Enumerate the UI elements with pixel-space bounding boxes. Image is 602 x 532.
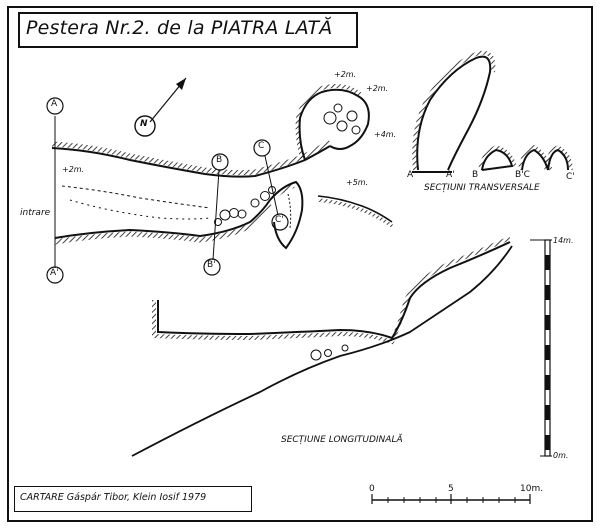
depth-label-chamber-2: +2m. <box>366 84 389 93</box>
vertical-scale-top: 14m. <box>553 236 574 245</box>
plan-upper-wall-hatch <box>51 139 332 176</box>
cross-label-a-prime: A' <box>446 170 455 180</box>
plan-lower-wall-hatch <box>54 202 273 245</box>
plan-view <box>46 77 394 284</box>
cross-section-b <box>481 148 514 171</box>
longitudinal-floor <box>131 245 513 457</box>
scale-tick-0: 0 <box>369 484 375 494</box>
marker-a-prime-circle <box>46 266 64 284</box>
longitudinal-drawing <box>131 236 552 457</box>
plan-upper-chamber-hatch <box>295 84 362 161</box>
plan-side-chamber-hatch <box>266 184 295 206</box>
marker-b-label: B <box>216 155 223 165</box>
plan-chamber-boulders <box>323 103 361 135</box>
scale-tick-10: 10m. <box>520 484 544 494</box>
plan-floor-step <box>61 185 211 209</box>
cross-section-c-prime-hatch <box>544 145 573 171</box>
plan-side-chamber-step <box>287 193 292 229</box>
marker-a-label: A <box>51 99 58 109</box>
marker-b-prime-circle <box>203 258 221 276</box>
horizontal-scale-drawing <box>371 494 531 504</box>
depth-label-chamber-1: +2m. <box>334 70 357 79</box>
marker-c-prime-label: C' <box>275 215 284 225</box>
plan-right-passage <box>317 195 393 223</box>
cross-label-bc: B'C <box>515 170 530 180</box>
cross-section-a-hatch <box>412 50 496 171</box>
cross-label-c-prime: C' <box>566 172 575 182</box>
sheet-border <box>7 6 593 522</box>
marker-c-circle <box>253 139 271 157</box>
cross-section-c-prime <box>547 148 569 171</box>
longitudinal-heading: SECȚIUNE LONGITUDINALĂ <box>281 435 403 445</box>
cross-sections-drawing <box>412 50 573 173</box>
marker-c-label: C <box>258 141 265 151</box>
depth-label-chamber-3: +4m. <box>374 130 397 139</box>
cross-label-a: A <box>407 170 414 180</box>
longitudinal-boulder-2 <box>324 349 332 357</box>
title-box <box>18 12 358 48</box>
north-label: N <box>140 119 148 129</box>
vertical-scale-bottom: 0m. <box>553 451 569 460</box>
plan-lower-wall <box>54 199 271 239</box>
section-line-b <box>212 169 220 261</box>
marker-a-circle <box>46 97 64 115</box>
plan-floor-step-2 <box>69 199 211 220</box>
north-arrow-circle <box>134 115 156 137</box>
plan-upper-wall <box>51 145 331 178</box>
plan-right-passage-hatch <box>317 198 394 228</box>
cross-sections-heading: SECȚIUNI TRANSVERSALE <box>424 183 540 193</box>
plan-boulders <box>214 186 276 226</box>
longitudinal-boulder-3 <box>341 344 349 352</box>
marker-a-prime-label: A' <box>50 268 59 278</box>
marker-b-prime-label: B' <box>207 260 216 270</box>
plan-side-chamber <box>269 180 304 250</box>
north-arrow-head <box>176 78 186 90</box>
longitudinal-boulder-1 <box>310 349 322 361</box>
cross-section-a <box>416 55 492 171</box>
entrance-label: intrare <box>20 208 51 218</box>
longitudinal-ceiling-hatch <box>152 236 511 345</box>
longitudinal-ceiling <box>157 241 511 340</box>
cross-section-c <box>521 148 549 171</box>
scale-tick-5: 5 <box>448 484 454 494</box>
section-line-c <box>264 155 279 216</box>
marker-c-prime-circle <box>271 213 289 231</box>
credits-text: CARTARE Gáspár Tibor, Klein Iosif 1979 <box>20 492 207 503</box>
depth-label-entrance: +2m. <box>62 165 85 174</box>
cross-section-b-hatch <box>478 145 517 171</box>
credits-box <box>14 486 252 512</box>
cross-label-b: B <box>472 170 479 180</box>
plan-upper-chamber <box>298 88 370 161</box>
map-title: Pestera Nr.2. de la PIATRA LATĂ <box>26 17 333 39</box>
depth-label-passage: +5m. <box>346 178 369 187</box>
